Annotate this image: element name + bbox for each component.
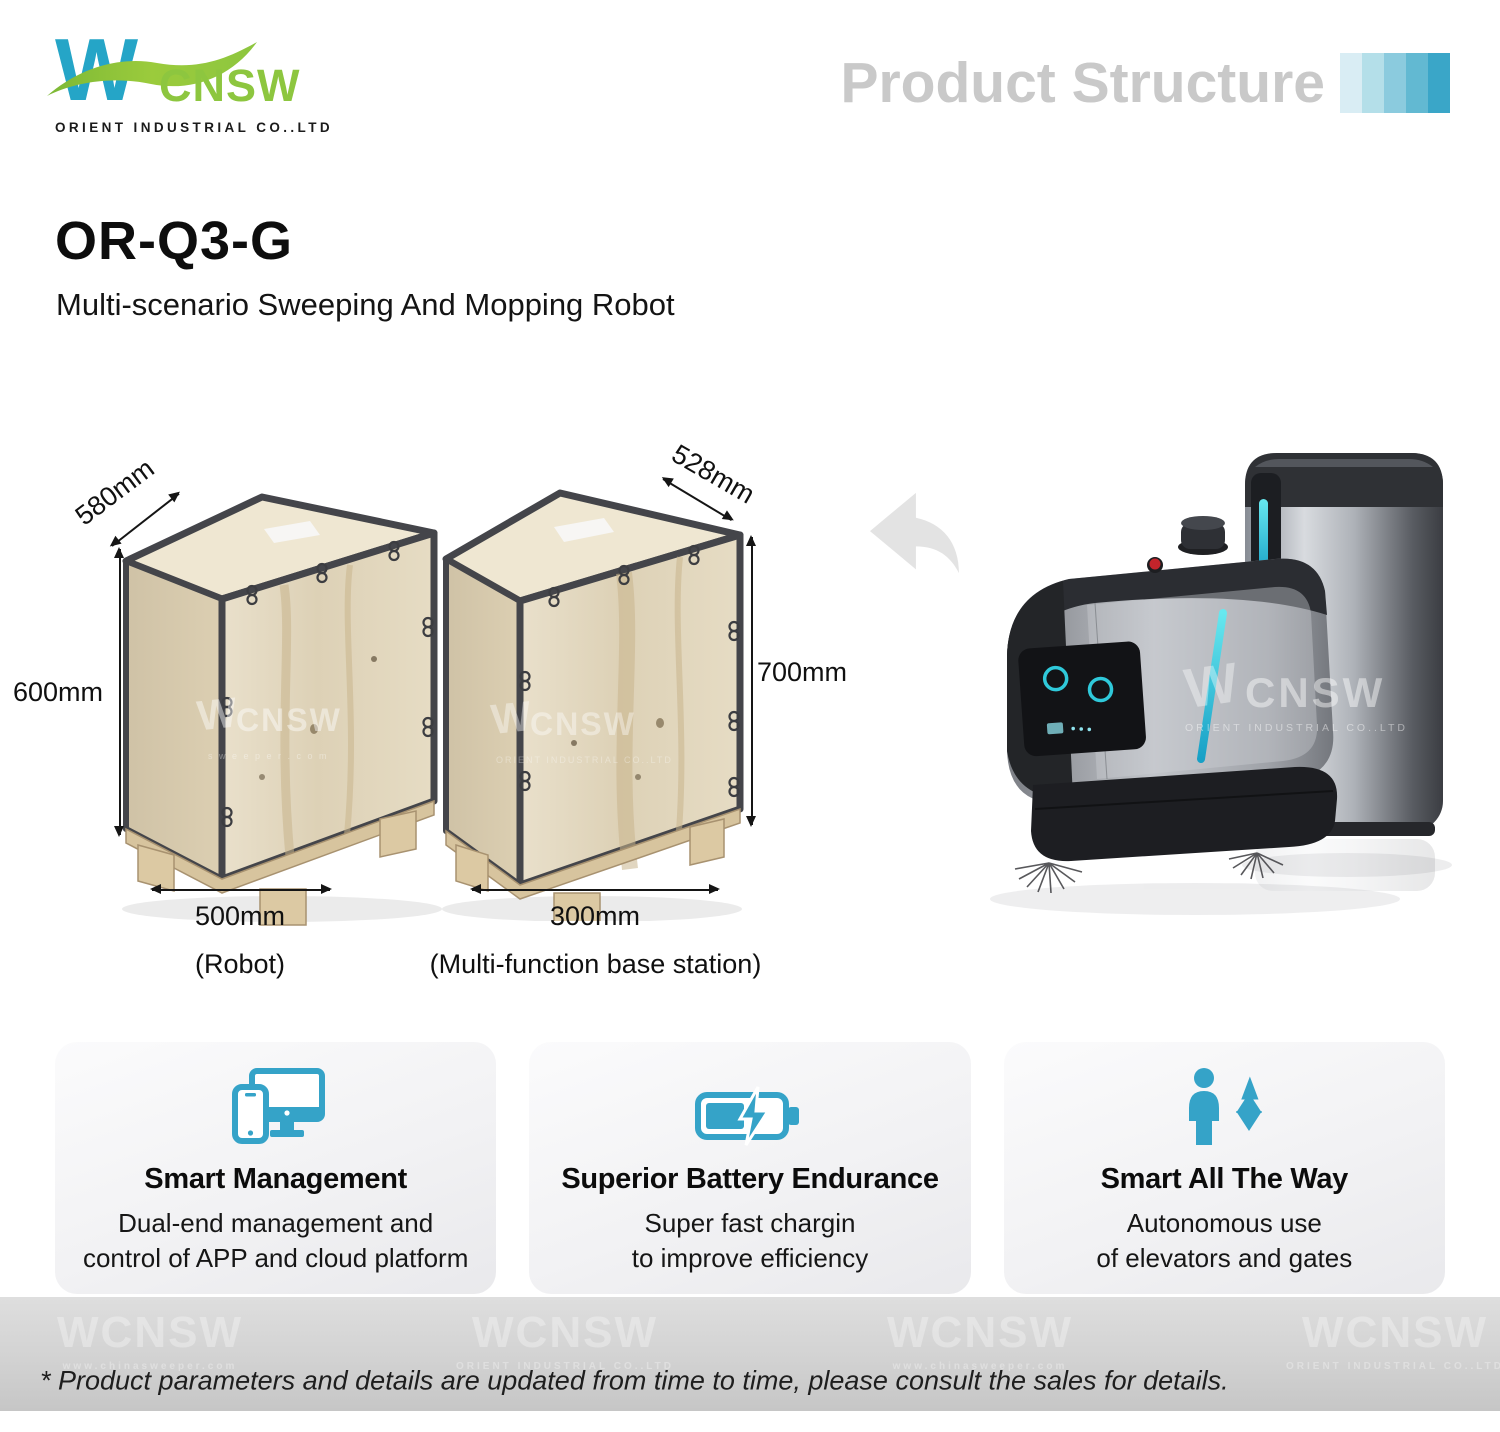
- product-intro: OR-Q3-G Multi-scenario Sweeping And Mopp…: [55, 210, 1500, 323]
- watermark-logo: WCNSW ORIENT INDUSTRIAL CO..LTD: [1286, 1308, 1500, 1373]
- feature-title: Smart Management: [144, 1163, 408, 1196]
- feature-description: Super fast chargin to improve efficiency: [631, 1208, 869, 1273]
- feature-title: Smart All The Way: [1100, 1163, 1349, 1196]
- watermark-logo: WCNSW www.chinasweeper.com: [57, 1308, 243, 1373]
- accent-bar: [1428, 53, 1450, 113]
- dim-label-robot-width: 500mm: [194, 901, 286, 931]
- accent-bar: [1384, 53, 1406, 113]
- packing-section: W CNSW s w e e p e r . c o m W CNSW ORIE: [0, 419, 1500, 1019]
- svg-text:ORIENT INDUSTRIAL CO..LTD: ORIENT INDUSTRIAL CO..LTD: [496, 755, 673, 765]
- accent-bars: [1340, 53, 1450, 113]
- svg-text:W: W: [195, 688, 240, 739]
- dim-label-station-height: 700mm: [756, 657, 848, 687]
- robot-crate-caption: (Robot): [194, 949, 286, 979]
- watermark-logo: WCNSW www.chinasweeper.com: [887, 1308, 1073, 1373]
- dim-arrow-station-height: [746, 535, 756, 827]
- feature-card-smart-management: Smart Management Dual-end management and…: [55, 1042, 497, 1294]
- robot-crate-photo: W CNSW s w e e p e r . c o m: [122, 493, 442, 926]
- svg-text:CNSW: CNSW: [530, 706, 636, 742]
- page-title: Product Structure: [840, 51, 1325, 115]
- devices-icon: [226, 1061, 326, 1147]
- dim-arrow-robot-height: [114, 547, 124, 837]
- accent-bar: [1406, 53, 1428, 113]
- svg-text:W: W: [1181, 650, 1242, 720]
- watermark-logo: WCNSW ORIENT INDUSTRIAL CO..LTD: [456, 1308, 674, 1373]
- station-crate-photo: W CNSW ORIENT INDUSTRIAL CO..LTD: [442, 489, 744, 921]
- feature-description: Autonomous use of elevators and gates: [1096, 1208, 1353, 1273]
- feature-card-smart-all-the-way: Smart All The Way Autonomous use of elev…: [1003, 1042, 1445, 1294]
- station-crate-caption: (Multi-function base station): [429, 949, 762, 979]
- feature-card-battery-endurance: Superior Battery Endurance Super fast ch…: [529, 1042, 971, 1294]
- reply-arrow-icon: [870, 492, 959, 574]
- accent-bar: [1340, 53, 1362, 113]
- logo-swoosh-icon: [47, 42, 257, 96]
- logo-brand-text: CNSW: [159, 60, 301, 111]
- footer: WCNSW www.chinasweeper.com WCNSW ORIENT …: [0, 1297, 1500, 1411]
- elevator-icon: [1178, 1061, 1270, 1147]
- product-model: OR-Q3-G: [55, 211, 294, 271]
- robot-and-station-photo: W CNSW ORIENT INDUSTRIAL CO..LTD: [990, 453, 1452, 915]
- dim-label-robot-height: 600mm: [12, 677, 104, 707]
- svg-text:ORIENT INDUSTRIAL CO..LTD: ORIENT INDUSTRIAL CO..LTD: [1185, 722, 1408, 734]
- svg-text:CNSW: CNSW: [1245, 669, 1385, 716]
- feature-description: Dual-end management and control of APP a…: [82, 1208, 469, 1273]
- dim-label-station-width: 300mm: [549, 901, 641, 931]
- svg-text:s w e e p e r . c o m: s w e e p e r . c o m: [208, 751, 329, 761]
- footer-note: * Product parameters and details are upd…: [40, 1365, 1229, 1396]
- feature-cards: Smart Management Dual-end management and…: [0, 1042, 1500, 1294]
- accent-bar: [1362, 53, 1384, 113]
- dim-arrow-station-width: [470, 884, 720, 894]
- feature-title: Superior Battery Endurance: [561, 1163, 939, 1196]
- dim-arrow-robot-width: [150, 884, 332, 894]
- product-subtitle: Multi-scenario Sweeping And Mopping Robo…: [56, 287, 675, 322]
- logo-company-text: ORIENT INDUSTRIAL CO..LTD: [55, 120, 333, 135]
- page-title-block: Product Structure: [840, 50, 1450, 116]
- header: W CNSW ORIENT INDUSTRIAL CO..LTD Product…: [0, 0, 1500, 135]
- battery-charging-icon: [694, 1061, 806, 1147]
- company-logo: W CNSW ORIENT INDUSTRIAL CO..LTD: [47, 26, 345, 146]
- logo-row: W CNSW: [47, 26, 345, 114]
- svg-text:CNSW: CNSW: [236, 702, 342, 738]
- svg-text:W: W: [489, 692, 534, 743]
